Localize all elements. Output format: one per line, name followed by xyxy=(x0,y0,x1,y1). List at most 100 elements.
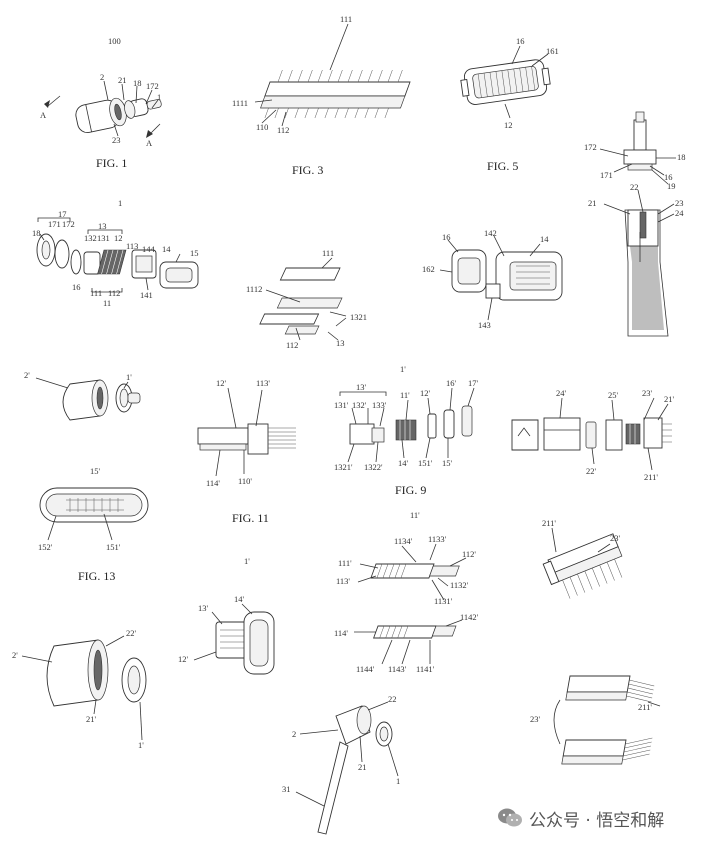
label: 16 xyxy=(516,36,525,46)
label: 151' xyxy=(418,458,433,468)
label: 172 xyxy=(146,81,159,91)
label: 23' xyxy=(610,533,621,543)
figure-contact-pair: 23' 211' xyxy=(530,675,661,765)
label: 114' xyxy=(206,478,220,488)
label: 23 xyxy=(112,135,121,145)
label: 1 xyxy=(396,776,400,786)
label: 1144' xyxy=(356,664,375,674)
label: 16 xyxy=(72,282,81,292)
label: 21' xyxy=(664,394,675,404)
figure-3: 111 1111 110 112 FIG. 3 xyxy=(232,14,411,177)
label: 110' xyxy=(238,476,252,486)
figure-13: 15' 152' 151' FIG. 13 xyxy=(38,466,149,583)
label: 12 xyxy=(504,120,513,130)
label: 19 xyxy=(667,181,676,191)
label: 1142' xyxy=(460,612,479,622)
label: 111 xyxy=(322,248,334,258)
label: 131 xyxy=(97,233,110,243)
label: 24 xyxy=(675,208,684,218)
label: 142 xyxy=(484,228,497,238)
label: 18 xyxy=(133,78,142,88)
label: 12' xyxy=(216,378,227,388)
label: 211' xyxy=(644,472,658,482)
figure-magnet-pair: 2' 1' xyxy=(24,370,141,421)
label: 112 xyxy=(108,288,120,298)
label: 14 xyxy=(540,234,549,244)
label: 162 xyxy=(422,264,435,274)
label: 11' xyxy=(410,510,420,520)
label: 172 xyxy=(62,219,75,229)
label: 1322' xyxy=(364,462,383,472)
label: 23' xyxy=(530,714,541,724)
label: 21 xyxy=(358,762,367,772)
label: 18 xyxy=(32,228,41,238)
label: 24' xyxy=(556,388,567,398)
label: 2 xyxy=(292,729,296,739)
label: 113 xyxy=(126,241,138,251)
figure-cable-assembly: 22 2 21 1 31 xyxy=(282,694,400,835)
label: 31 xyxy=(282,784,291,794)
figure-terminal-comb: 111 1112 1321 112 13 xyxy=(246,248,367,350)
label: 13' xyxy=(356,382,367,392)
label: 143 xyxy=(478,320,491,330)
label: 112' xyxy=(462,549,476,559)
label: 171 xyxy=(48,219,61,229)
figure-terminal-strips: 11' 11 xyxy=(334,510,479,674)
label: 16 xyxy=(442,232,451,242)
figure-receptacle-exploded: 24' 25' 23' 21' 22' 211' xyxy=(511,388,675,482)
label: 13' xyxy=(198,603,209,613)
watermark-text: 公众号 · 悟空和解 xyxy=(529,810,665,831)
label: 152' xyxy=(38,542,53,552)
label: 22 xyxy=(630,182,639,192)
label: 12 xyxy=(114,233,123,243)
label: 1' xyxy=(244,556,250,566)
figure-11: 12' 113' 114' 110' FIG. 11 xyxy=(197,378,296,525)
label: 132' xyxy=(352,400,367,410)
figure-exploded-1: 1 17 171 172 13 132 131 12 18 113 144 xyxy=(32,198,199,308)
figure-caption: FIG. 11 xyxy=(232,511,269,525)
label: 15' xyxy=(442,458,453,468)
label: 113' xyxy=(336,576,350,586)
label: 18 xyxy=(677,152,686,162)
label: 132 xyxy=(84,233,97,243)
label: 1' xyxy=(138,740,144,750)
label: 1' xyxy=(400,364,406,374)
label: 22' xyxy=(126,628,137,638)
label: 13 xyxy=(98,221,107,231)
label: 1134' xyxy=(394,536,413,546)
figure-caption: FIG. 1 xyxy=(96,156,127,170)
label: 15' xyxy=(90,466,101,476)
watermark: 公众号 · 悟空和解 xyxy=(497,804,664,832)
label: 141 xyxy=(140,290,153,300)
label: 22 xyxy=(388,694,397,704)
label: A xyxy=(40,110,47,120)
label: 111 xyxy=(90,288,102,298)
label: 1131' xyxy=(434,596,453,606)
label: 1141' xyxy=(416,664,435,674)
label: 23 xyxy=(675,198,684,208)
figure-5: 16 161 12 FIG. 5 xyxy=(460,36,559,173)
figure-caption: FIG. 13 xyxy=(78,569,115,583)
label: 13 xyxy=(336,338,345,348)
label: 11 xyxy=(103,298,111,308)
label: 21' xyxy=(86,714,97,724)
figure-lower-plug: 1' 13' 14' 12' xyxy=(178,556,275,675)
label: 161 xyxy=(546,46,559,56)
figure-contact-block: 211' 23' xyxy=(542,518,623,599)
label: 21 xyxy=(588,198,597,208)
label: 111 xyxy=(340,14,352,24)
label: 211' xyxy=(638,702,652,712)
label: A xyxy=(146,138,153,148)
label: 151' xyxy=(106,542,121,552)
label: 133' xyxy=(372,400,387,410)
label: 114' xyxy=(334,628,348,638)
label: 2 xyxy=(100,72,104,82)
figure-magnet-pair-2: 2' 22' 21' 1' xyxy=(12,628,147,750)
label: 1111 xyxy=(232,98,248,108)
label: 1112 xyxy=(246,284,262,294)
label: 171 xyxy=(600,170,613,180)
label: 12' xyxy=(420,388,431,398)
label: 131' xyxy=(334,400,349,410)
label: 113' xyxy=(256,378,270,388)
label: 100 xyxy=(108,36,121,46)
